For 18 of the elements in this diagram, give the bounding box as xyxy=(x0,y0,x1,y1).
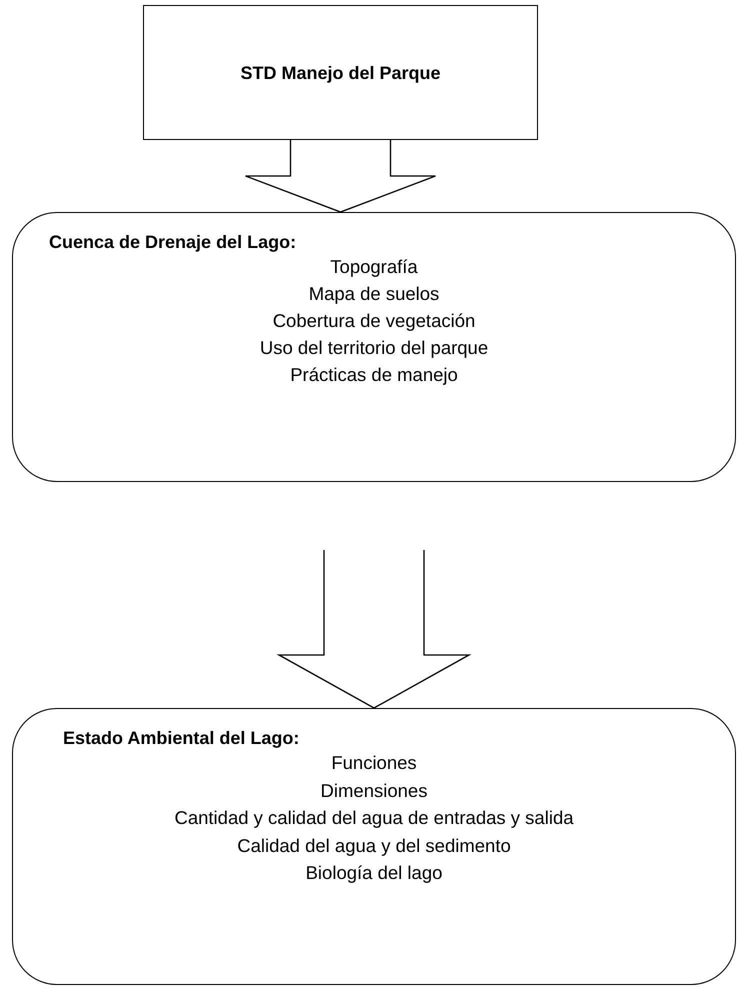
list-item: Uso del territorio del parque xyxy=(258,336,490,360)
list-item: Biología del lago xyxy=(304,861,444,885)
rounded-box xyxy=(12,212,736,482)
list-item: Cobertura de vegetación xyxy=(272,309,476,333)
box-heading: Cuenca de Drenaje del Lago: xyxy=(49,231,296,253)
block-arrow xyxy=(244,139,436,213)
list-item: Calidad del agua y del sedimento xyxy=(236,834,512,858)
box-heading: Estado Ambiental del Lago: xyxy=(63,727,300,749)
list-item: Funciones xyxy=(330,751,418,775)
list-item: Prácticas de manejo xyxy=(289,363,459,387)
title-box xyxy=(143,5,538,140)
list-item: Cantidad y calidad del agua de entradas y salida xyxy=(173,806,575,830)
list-item: Topografía xyxy=(329,255,419,279)
box-heading: STD Manejo del Parque xyxy=(240,62,441,84)
block-arrow xyxy=(276,549,472,709)
list-item: Mapa de suelos xyxy=(308,282,440,306)
rounded-box xyxy=(12,708,736,985)
list-item: Dimensiones xyxy=(320,778,428,802)
